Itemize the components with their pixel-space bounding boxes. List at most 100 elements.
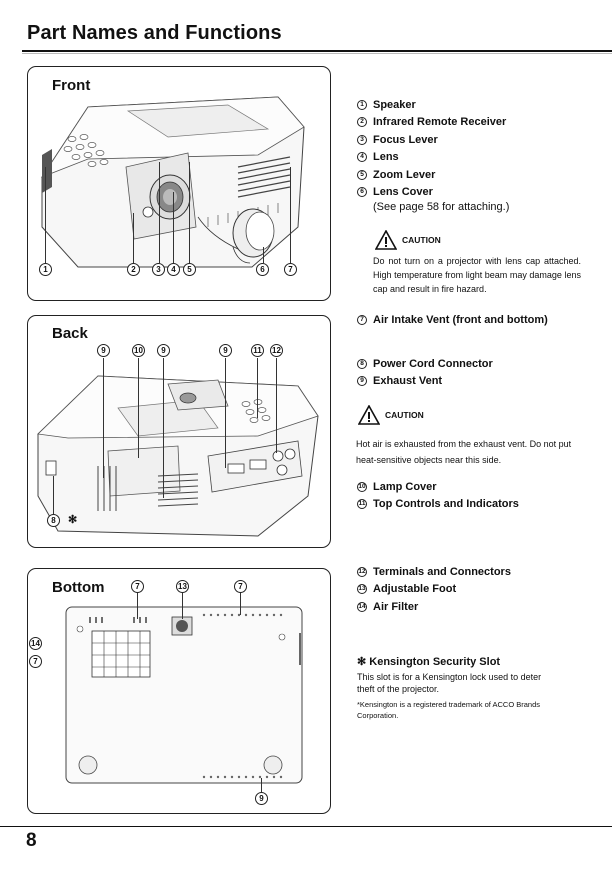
item-number: 9 bbox=[357, 376, 367, 387]
item-number: 1 bbox=[357, 99, 367, 110]
leader-line bbox=[257, 358, 258, 418]
caution-text-1: Do not turn on a projector with lens cap… bbox=[373, 256, 581, 294]
item-number: 7 bbox=[357, 314, 367, 325]
leader-line bbox=[53, 476, 54, 514]
kensington-symbol: ✻ bbox=[357, 656, 367, 668]
item-number: 11 bbox=[357, 499, 367, 510]
item-label: Speaker bbox=[373, 98, 416, 111]
item-number: 14 bbox=[357, 601, 367, 612]
back-projector-illustration bbox=[37, 375, 319, 537]
item-label: Lens Cover bbox=[373, 186, 433, 199]
kensington-note: *Kensington is a registered trademark of… bbox=[357, 700, 541, 720]
item-label: Lens bbox=[373, 151, 399, 164]
callout-11: 11 bbox=[251, 344, 264, 357]
list-item: 2 Infrared Remote Receiver bbox=[357, 114, 509, 132]
list-item: 12 Terminals and Connectors bbox=[357, 563, 511, 581]
caution-label: CAUTION bbox=[385, 410, 424, 420]
back-parts-list: 8 Power Cord Connector 9 Exhaust Vent bbox=[357, 355, 493, 390]
item-label: Lamp Cover bbox=[373, 480, 437, 493]
title-rule-thin bbox=[22, 53, 612, 54]
item-number: 13 bbox=[357, 584, 367, 595]
page-number: 8 bbox=[26, 830, 37, 851]
item-number: 6 bbox=[357, 187, 367, 198]
callout-1: 1 bbox=[39, 263, 52, 276]
leader-line bbox=[138, 358, 139, 458]
leader-line bbox=[45, 167, 46, 263]
callout-14: 14 bbox=[29, 637, 42, 650]
callout-9: 9 bbox=[219, 344, 232, 357]
item-number: 12 bbox=[357, 566, 367, 577]
item-label: Terminals and Connectors bbox=[373, 565, 511, 578]
callout-6: 6 bbox=[256, 263, 269, 276]
caution-label: CAUTION bbox=[402, 235, 441, 245]
leader-line bbox=[103, 358, 104, 478]
leader-line bbox=[240, 593, 241, 615]
callout-7: 7 bbox=[29, 655, 42, 668]
list-item: 3 Focus Lever bbox=[357, 131, 509, 149]
item-number: 3 bbox=[357, 134, 367, 145]
leader-line bbox=[225, 358, 226, 468]
bottom-label: Bottom bbox=[52, 579, 105, 596]
callout-3: 3 bbox=[152, 263, 165, 276]
leader-line bbox=[276, 358, 277, 453]
item-number: 10 bbox=[357, 481, 367, 492]
kensington-marker: ✻ bbox=[68, 514, 78, 526]
bottom-projector-illustration bbox=[65, 606, 303, 784]
kensington-text: This slot is for a Kensington lock used … bbox=[357, 672, 542, 694]
item-label: Air Filter bbox=[373, 600, 419, 613]
lens-cover-note: (See page 58 for attaching.) bbox=[373, 201, 510, 213]
kensington-title: Kensington Security Slot bbox=[369, 656, 501, 668]
leader-line bbox=[173, 192, 174, 263]
callout-5: 5 bbox=[183, 263, 196, 276]
leader-line bbox=[133, 213, 134, 263]
title-rule bbox=[22, 50, 612, 52]
leader-line bbox=[261, 778, 262, 792]
item-label: Air Intake Vent (front and bottom) bbox=[373, 313, 548, 326]
leader-line bbox=[163, 358, 164, 498]
item-number: 5 bbox=[357, 169, 367, 180]
front-projector-illustration bbox=[40, 96, 305, 268]
list-item: 14 Air Filter bbox=[357, 598, 511, 616]
air-intake-item: 7 Air Intake Vent (front and bottom) bbox=[357, 311, 548, 329]
front-label: Front bbox=[52, 77, 91, 94]
callout-7: 7 bbox=[284, 263, 297, 276]
front-panel: Front bbox=[27, 66, 331, 301]
page-title: Part Names and Functions bbox=[27, 22, 282, 44]
callout-12: 12 bbox=[270, 344, 283, 357]
warning-icon bbox=[358, 405, 380, 425]
leader-line bbox=[263, 247, 264, 263]
list-item: 10 Lamp Cover bbox=[357, 478, 519, 496]
item-label: Power Cord Connector bbox=[373, 357, 493, 370]
footer-rule bbox=[0, 826, 612, 827]
kensington-heading: ✻ Kensington Security Slot bbox=[357, 655, 500, 668]
back-panel: Back bbox=[27, 315, 331, 548]
callout-4: 4 bbox=[167, 263, 180, 276]
warning-icon bbox=[375, 230, 397, 250]
callout-7: 7 bbox=[234, 580, 247, 593]
callout-9: 9 bbox=[255, 792, 268, 805]
front-parts-list: 1 Speaker 2 Infrared Remote Receiver 3 Focu… bbox=[357, 96, 509, 218]
list-item: 9 Exhaust Vent bbox=[357, 373, 493, 391]
leader-line bbox=[290, 167, 291, 263]
item-label: Infrared Remote Receiver bbox=[373, 116, 507, 129]
callout-13: 13 bbox=[176, 580, 189, 593]
item-label: Focus Lever bbox=[373, 133, 438, 146]
callout-2: 2 bbox=[127, 263, 140, 276]
item-label: Exhaust Vent bbox=[373, 375, 443, 388]
bottom-panel: Bottom 7 bbox=[27, 568, 331, 814]
item-number: 2 bbox=[357, 117, 367, 128]
list-item: 1 Speaker bbox=[357, 96, 509, 114]
leader-line bbox=[189, 162, 190, 263]
list-item: 6 Lens Cover bbox=[357, 184, 509, 202]
list-item: 8 Power Cord Connector bbox=[357, 355, 493, 373]
callout-9: 9 bbox=[157, 344, 170, 357]
leader-line bbox=[159, 162, 160, 263]
item-number: 8 bbox=[357, 358, 367, 369]
callout-9: 9 bbox=[97, 344, 110, 357]
callout-8: 8 bbox=[47, 514, 60, 527]
leader-line bbox=[137, 593, 138, 619]
caution-heading-2: CAUTION bbox=[358, 405, 424, 425]
